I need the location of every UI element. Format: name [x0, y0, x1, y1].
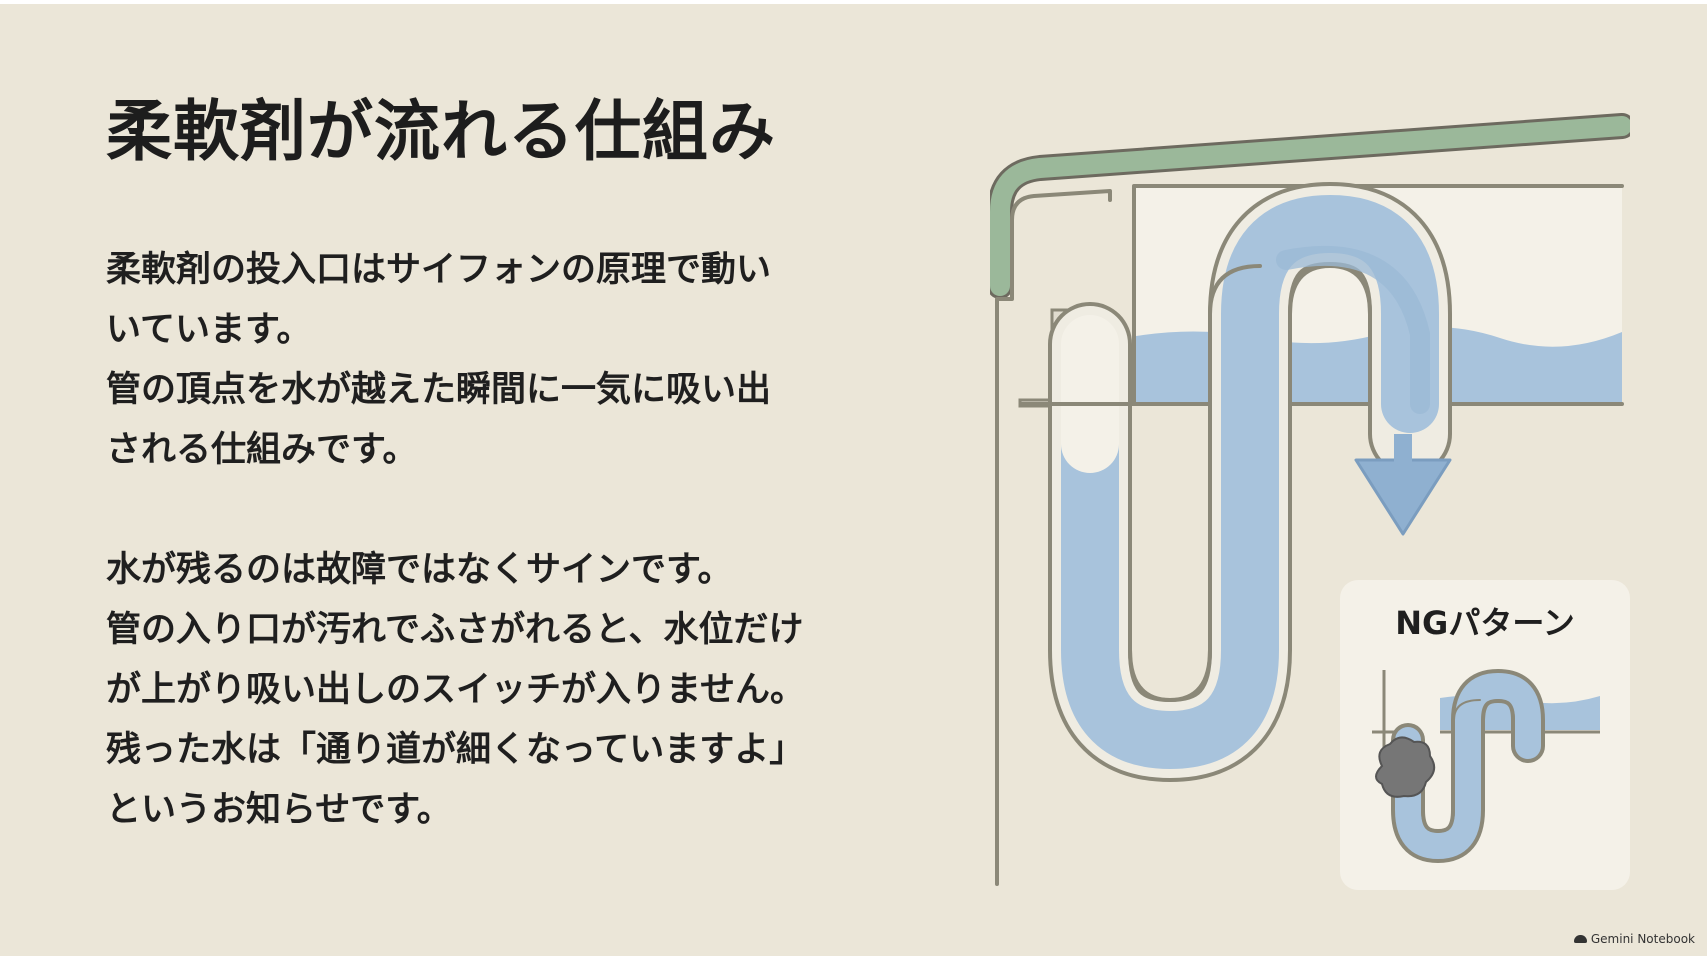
- brand-logo-icon: [1573, 935, 1587, 943]
- ng-pipe-inner: [1421, 699, 1481, 833]
- body-line: される仕組みです。: [106, 430, 418, 470]
- body-line: 管の入り口が汚れでふさがれると、水位だけ: [106, 610, 804, 650]
- body-line: 管の頂点を水が越えた瞬間に一気に吸い出: [106, 370, 772, 410]
- body-line: 残った水は「通り道が細くなっていますよ」: [106, 730, 805, 770]
- siphon-water-channel: [1061, 195, 1439, 769]
- slide: 柔軟剤が流れる仕組み 柔軟剤の投入口はサイフォンの原理で動い いています。 管の…: [0, 4, 1707, 956]
- paragraph-remaining-water: 水が残るのは故障ではなくサインです。 管の入り口が汚れでふさがれると、水位だけ …: [106, 540, 906, 840]
- paragraph-siphon: 柔軟剤の投入口はサイフォンの原理で動い いています。 管の頂点を水が越えた瞬間に…: [106, 240, 906, 480]
- siphon-inner-tube: [1128, 264, 1262, 702]
- ng-pattern-label: NGパターン: [1395, 604, 1575, 642]
- lid-fill: [990, 116, 1630, 296]
- tank-outline: [1132, 184, 1624, 406]
- ng-pipe-inner-arch: [1483, 699, 1515, 747]
- body-line: というお知らせです。: [106, 790, 452, 830]
- body-text: 柔軟剤の投入口はサイフォンの原理で動い いています。 管の頂点を水が越えた瞬間に…: [106, 240, 906, 840]
- siphon-inner-arch: [1288, 264, 1372, 406]
- ng-pipe-water: [1395, 673, 1541, 859]
- ng-siphon-diagram: [1372, 669, 1600, 863]
- ng-pattern-panel: NGパターン: [1340, 580, 1630, 890]
- flow-arrow: [1276, 245, 1430, 414]
- body-line: 水が残るのは故障ではなくサインです。: [106, 550, 733, 590]
- siphon-diagram: [990, 113, 1630, 886]
- brand-watermark: Gemini Notebook: [1573, 932, 1695, 946]
- body-line: 柔軟剤の投入口はサイフォンの原理で動い: [106, 250, 772, 290]
- body-line: いています。: [106, 310, 312, 350]
- body-line: が上がり吸い出しのスイッチが入りません。: [106, 670, 805, 710]
- brand-name: Gemini Notebook: [1590, 932, 1695, 946]
- flow-arrow-shaft: [1394, 434, 1412, 462]
- clog-blob: [1375, 736, 1436, 798]
- slide-title: 柔軟剤が流れる仕組み: [106, 93, 776, 170]
- flow-arrow-head: [1354, 458, 1452, 536]
- outer-wall: [995, 189, 1112, 886]
